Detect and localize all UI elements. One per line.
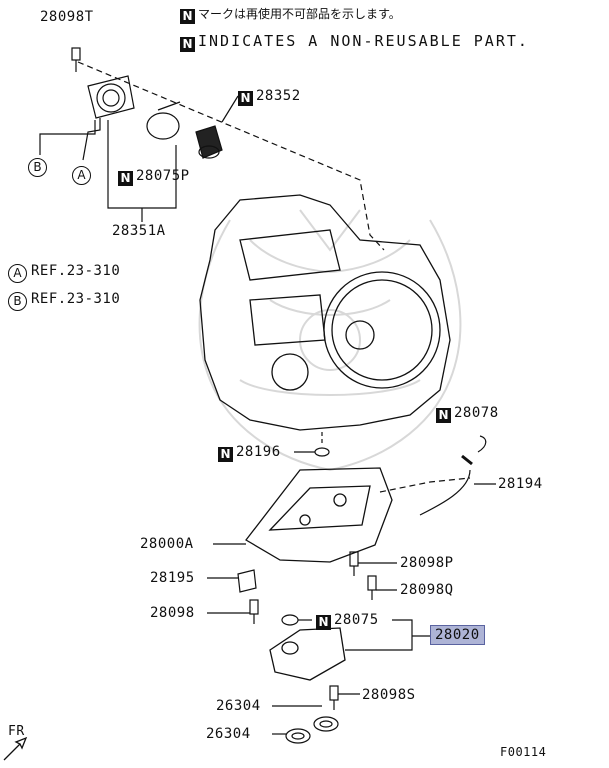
legend-jp-text: マークは再使用不可部品を示します。 xyxy=(198,7,401,21)
part-26304-a[interactable]: 26304 xyxy=(216,698,261,714)
n-mark-icon: N xyxy=(238,91,253,106)
o-ring-28075 xyxy=(281,614,299,626)
bracket-28195 xyxy=(237,569,257,593)
washer-26304-b xyxy=(285,728,311,744)
callout-B: B xyxy=(28,157,51,177)
part-28098P[interactable]: 28098P xyxy=(400,555,454,571)
part-28000A[interactable]: 28000A xyxy=(140,536,194,552)
filter-28352 xyxy=(195,125,223,159)
front-arrow-icon xyxy=(3,736,28,761)
callout-A: A xyxy=(72,165,95,185)
valve-body xyxy=(245,467,393,563)
part-28020-highlight: 28020 xyxy=(430,625,485,645)
dashed-leader-top xyxy=(77,61,385,251)
oil-strainer xyxy=(269,627,346,681)
oil-pipe xyxy=(419,469,471,516)
n-mark-icon: N xyxy=(180,37,195,52)
part-28098Q[interactable]: 28098Q xyxy=(400,582,454,598)
n-mark-icon: N xyxy=(118,171,133,186)
transmission-case xyxy=(199,194,451,431)
n-mark-icon: N xyxy=(218,447,233,462)
figure-id: F00114 xyxy=(500,745,547,759)
watermark-logo xyxy=(198,209,462,472)
part-28098T[interactable]: 28098T xyxy=(40,9,94,25)
n-mark-icon: N xyxy=(180,9,195,24)
part-26304-b[interactable]: 26304 xyxy=(206,726,251,742)
part-28194[interactable]: 28194 xyxy=(498,476,543,492)
solenoid-assembly xyxy=(71,47,135,119)
o-ring xyxy=(146,112,180,140)
part-28020[interactable]: 28020 xyxy=(430,625,485,645)
part-28351A[interactable]: 28351A xyxy=(112,223,166,239)
part-28098S[interactable]: 28098S xyxy=(362,687,416,703)
front-label: FR xyxy=(8,724,25,739)
bolt-28098S xyxy=(329,685,339,710)
n-mark-icon: N xyxy=(436,408,451,423)
legend-en-text: INDICATES A NON-REUSABLE PART. xyxy=(198,32,529,50)
bolt-28098P xyxy=(349,551,359,576)
bolt-28098 xyxy=(249,599,259,624)
part-28098[interactable]: 28098 xyxy=(150,605,195,621)
washer-26304-a xyxy=(313,716,339,732)
bolt-28098Q xyxy=(367,575,377,600)
part-28195[interactable]: 28195 xyxy=(150,570,195,586)
n-mark-icon: N xyxy=(316,615,331,630)
o-ring-28196 xyxy=(314,447,330,457)
